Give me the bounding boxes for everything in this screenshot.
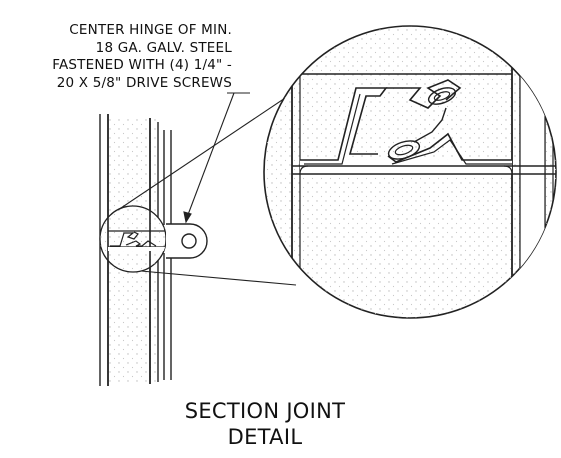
title-line-1: SECTION JOINT xyxy=(184,399,346,423)
callout-line-3: FASTENED WITH (4) 1/4" - xyxy=(52,57,232,73)
detail-callout-circle xyxy=(99,205,167,273)
drawing-title: SECTION JOINT DETAIL xyxy=(150,398,380,450)
magnify-leader-lines xyxy=(117,79,313,286)
callout-line-4: 20 X 5/8" DRIVE SCREWS xyxy=(56,74,232,91)
hinge-tab xyxy=(166,223,208,259)
magnified-detail-view xyxy=(263,25,557,319)
callout-line-1: CENTER HINGE OF MIN. xyxy=(69,22,232,38)
hinge-callout-note: CENTER HINGE OF MIN. 18 GA. GALV. STEEL … xyxy=(4,22,232,92)
callout-leader xyxy=(183,92,250,224)
title-line-2: DETAIL xyxy=(227,425,303,449)
callout-line-2: 18 GA. GALV. STEEL xyxy=(95,39,232,56)
